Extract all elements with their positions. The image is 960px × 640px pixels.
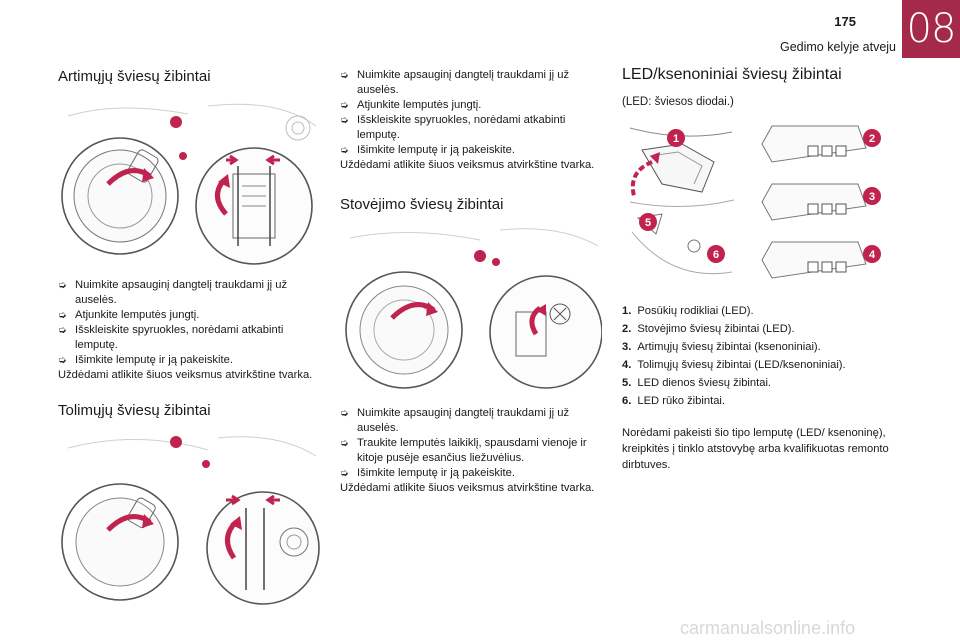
legend-item: 5.LED dienos šviesų žibintai.	[622, 377, 772, 389]
chapter-number-badge: 08	[902, 0, 960, 58]
reassembly-note: Uždėdami atlikite šiuos veiksmus atvirkš…	[340, 159, 595, 171]
main-beam-illustration	[61, 436, 320, 605]
step-item: ➭Atjunkite lemputės jungtį.	[58, 309, 200, 321]
arrow-bullet-icon: ➭	[58, 310, 67, 321]
arrow-bullet-icon: ➭	[58, 355, 67, 366]
legend-item: 3.Artimųjų šviesų žibintai (ksenoniniai)…	[622, 341, 821, 353]
section-title-parking-lights: Stovėjimo šviesų žibintai	[340, 196, 504, 213]
marker-5: 5	[645, 217, 651, 229]
step-item: ➭Atjunkite lemputės jungtį.	[340, 99, 482, 111]
marker-2: 2	[869, 133, 875, 145]
marker-6: 6	[713, 249, 719, 261]
arrow-bullet-icon: ➭	[340, 438, 349, 449]
arrow-bullet-icon: ➭	[340, 145, 349, 156]
led-legend-list: 1.Posūkių rodikliai (LED). 2.Stovėjimo š…	[622, 302, 902, 410]
marker-1: 1	[673, 133, 679, 145]
arrow-bullet-icon: ➭	[340, 70, 349, 81]
section-title-led-xenon: LED/ksenoniniai šviesų žibintai	[622, 66, 842, 83]
section-title-dipped-beam: Artimųjų šviesų žibintai	[58, 68, 211, 85]
led-subtitle: (LED: šviesos diodai.)	[622, 96, 734, 108]
parking-lights-instructions: ➭Nuimkite apsauginį dangtelį traukdami j…	[340, 406, 602, 496]
legend-item: 6.LED rūko žibintai.	[622, 395, 726, 407]
reassembly-note: Uždėdami atlikite šiuos veiksmus atvirkš…	[58, 369, 313, 381]
parking-lights-illustration	[345, 228, 602, 389]
arrow-bullet-icon: ➭	[58, 280, 67, 291]
arrow-bullet-icon: ➭	[340, 100, 349, 111]
step-item: ➭Išimkite lemputę ir ją pakeiskite.	[340, 144, 515, 156]
step-item: ➭Išimkite lemputę ir ją pakeiskite.	[58, 354, 233, 366]
legend-item: 1.Posūkių rodikliai (LED).	[622, 305, 754, 317]
led-lights-figure: 1 2 3 4 5 6	[622, 122, 884, 292]
step-item: ➭Išskleiskite spyruokles, norėdami atkab…	[58, 324, 284, 351]
step-item: ➭Išimkite lemputę ir ją pakeiskite.	[340, 467, 515, 479]
section-title-main-beam: Tolimųjų šviesų žibintai	[58, 402, 211, 419]
dipped-beam-figure	[58, 96, 320, 268]
dipped-beam-instructions: ➭Nuimkite apsauginį dangtelį traukdami j…	[58, 278, 320, 383]
step-item: ➭Nuimkite apsauginį dangtelį traukdami j…	[340, 407, 570, 434]
main-beam-instructions: ➭Nuimkite apsauginį dangtelį traukdami j…	[340, 68, 602, 173]
main-beam-figure	[58, 430, 320, 606]
chapter-title: Gedimo kelyje atveju	[779, 40, 896, 54]
parking-lights-figure	[340, 222, 602, 398]
arrow-bullet-icon: ➭	[340, 468, 349, 479]
arrow-bullet-icon: ➭	[340, 115, 349, 126]
arrow-bullet-icon: ➭	[58, 325, 67, 336]
led-service-note: Norėdami pakeisti šio tipo lemputę (LED/…	[622, 427, 889, 471]
marker-3: 3	[869, 191, 875, 203]
step-item: ➭Nuimkite apsauginį dangtelį traukdami j…	[58, 279, 288, 306]
legend-item: 4.Tolimųjų šviesų žibintai (LED/ksenonin…	[622, 359, 846, 371]
step-item: ➭Nuimkite apsauginį dangtelį traukdami j…	[340, 69, 570, 96]
step-item: ➭Traukite lemputės laikiklį, spausdami v…	[340, 437, 587, 464]
led-lights-illustration: 1 2 3 4 5 6	[629, 125, 881, 279]
watermark: carmanualsonline.info	[680, 618, 856, 638]
legend-item: 2.Stovėjimo šviesų žibintai (LED).	[622, 323, 795, 335]
arrow-bullet-icon: ➭	[340, 408, 349, 419]
marker-4: 4	[869, 249, 876, 261]
reassembly-note: Uždėdami atlikite šiuos veiksmus atvirkš…	[340, 482, 595, 494]
dipped-beam-illustration	[61, 103, 317, 265]
page-number: 175	[834, 14, 856, 29]
step-item: ➭Išskleiskite spyruokles, norėdami atkab…	[340, 114, 566, 141]
